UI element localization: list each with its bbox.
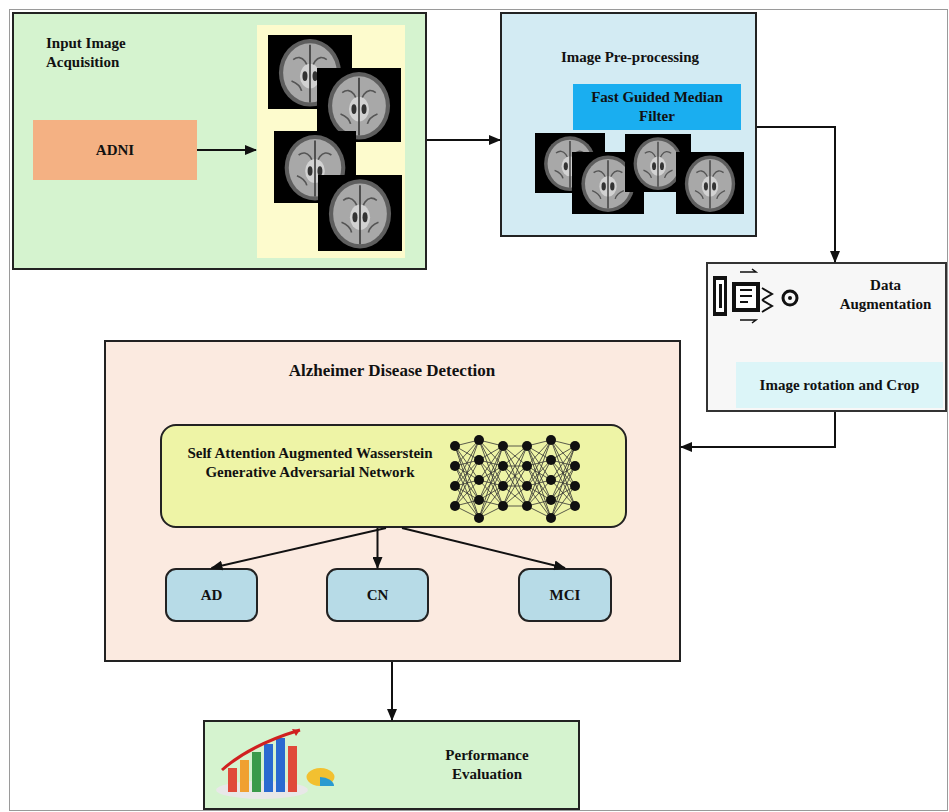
image-panel [257, 25, 405, 258]
node-label: Self Attention Augmented Wasserstein Gen… [180, 444, 440, 482]
source-box: ADNI [33, 120, 197, 180]
node-label: Image Pre-processing [520, 48, 740, 67]
flow-arrow [197, 149, 256, 151]
node-label: Input Image Acquisition [46, 34, 171, 72]
node-label: Performance Evaluation [417, 746, 557, 784]
node-label: AD [201, 586, 223, 605]
class-box: CN [326, 568, 429, 622]
node-label: CN [367, 586, 389, 605]
outer-frame [10, 10, 948, 811]
flow-arrow [427, 139, 500, 141]
node-label: Alzheimer Disease Detection [252, 360, 532, 381]
flow-arrow [681, 412, 835, 447]
stage-box: Alzheimer Disease DetectionSelf Attentio… [104, 340, 681, 662]
augmentation-icon [713, 269, 797, 323]
node-label: Image rotation and Crop [760, 376, 920, 395]
node-label: Fast Guided Median Filter [585, 88, 729, 126]
network-icon [450, 435, 580, 523]
class-box: MCI [518, 568, 612, 622]
node-label: MCI [550, 586, 581, 605]
mri-stack [535, 133, 744, 214]
flow-arrow [402, 528, 565, 568]
node-label: ADNI [96, 141, 134, 160]
chart-icon [216, 729, 335, 799]
method-box: Fast Guided Median Filter [573, 84, 741, 130]
flow-arrow [391, 662, 393, 720]
flow-arrow [212, 528, 387, 568]
method-box: Image rotation and Crop [736, 362, 943, 408]
flow-arrow [757, 127, 835, 262]
node-label: Data Augmentation [828, 276, 943, 314]
flow-arrow [377, 528, 379, 568]
class-box: AD [165, 568, 258, 622]
mri-stack [268, 35, 402, 251]
model-box: Self Attention Augmented Wasserstein Gen… [160, 424, 627, 528]
